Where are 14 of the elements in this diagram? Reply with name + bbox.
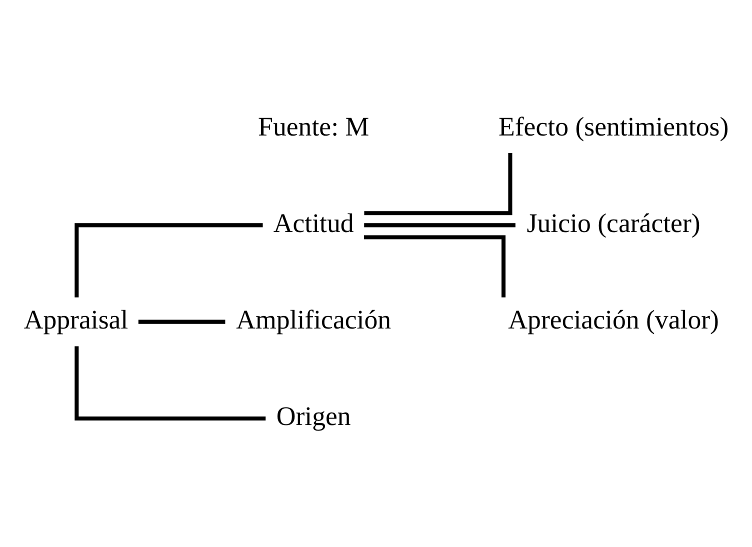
connector	[364, 223, 516, 228]
node-text: Appraisal	[24, 304, 128, 335]
connector	[364, 153, 512, 216]
node-text: Actitud	[273, 208, 354, 238]
connector	[74, 346, 266, 420]
label: Fuente: M	[258, 111, 370, 142]
node-text: Amplificación	[236, 304, 392, 335]
connector	[138, 320, 226, 324]
node-text: Efecto (sentimientos)	[498, 111, 729, 142]
connector	[364, 235, 506, 298]
node-text: Apreciación (valor)	[508, 304, 719, 335]
node-text: Origen	[276, 401, 351, 432]
node-text: Juicio (carácter)	[526, 208, 700, 238]
connector	[74, 223, 263, 298]
